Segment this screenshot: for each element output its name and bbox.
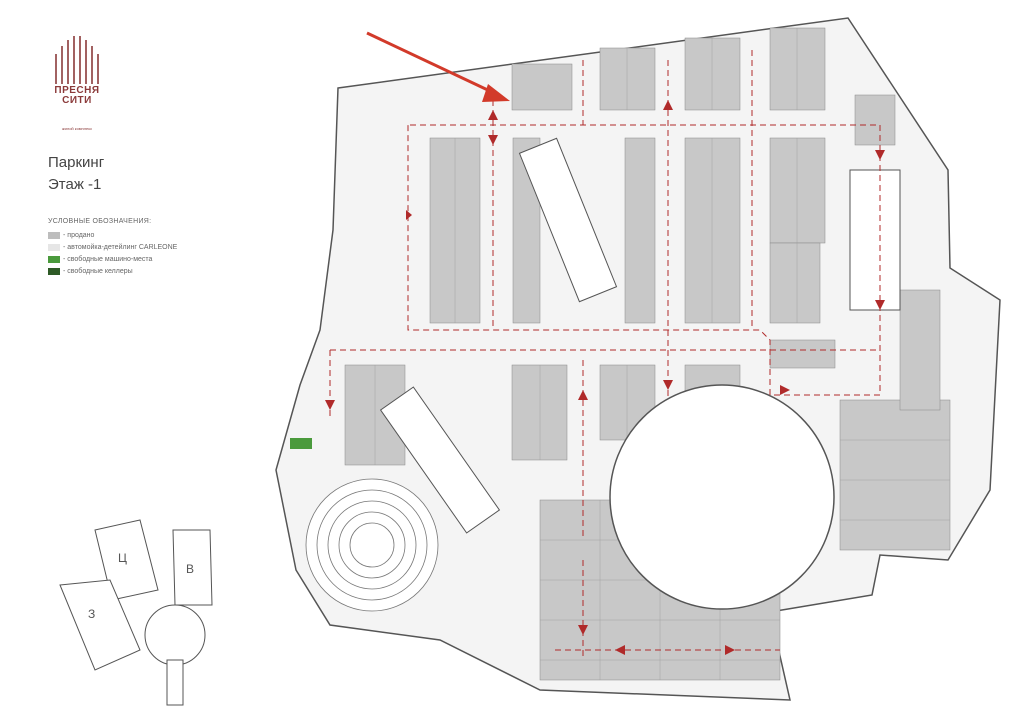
key-map (59, 519, 213, 706)
legend-label: - продано (63, 231, 95, 239)
legend-item-carwash: - автомойка-детейлинг CARLEONE (48, 241, 177, 253)
key-round-building (144, 604, 206, 666)
legend-item-sold: - продано (48, 229, 177, 241)
legend: УСЛОВНЫЕ ОБОЗНАЧЕНИЯ: - продано - автомо… (48, 218, 177, 277)
legend-label: - свободные келлеры (63, 267, 133, 275)
parking-blocks (344, 27, 951, 681)
round-courtyard-east (609, 384, 835, 610)
legend-swatch (48, 255, 60, 263)
page-title: Паркинг Этаж -1 (48, 152, 104, 196)
logo-line2: СИТИ (62, 95, 92, 106)
legend-label: - автомойка-детейлинг CARLEONE (63, 243, 178, 251)
legend-label: - свободные машино-места (63, 255, 153, 263)
key-label-v: В (186, 562, 194, 576)
key-building-c (94, 519, 159, 601)
route-arrows (325, 100, 885, 655)
legend-item-free-spaces: - свободные машино-места (48, 253, 177, 265)
free-parking-space[interactable] (290, 438, 312, 449)
logo-mark-icon (55, 36, 99, 84)
building-cores (379, 137, 901, 534)
legend-swatch (48, 243, 60, 251)
legend-heading: УСЛОВНЫЕ ОБОЗНАЧЕНИЯ: (48, 218, 152, 225)
driving-routes (329, 50, 881, 660)
legend-swatch (48, 267, 60, 275)
logo-line1: ПРЕСНЯ (54, 85, 100, 96)
key-building-z (59, 579, 141, 671)
logo-text: ПРЕСНЯ СИТИ (50, 86, 104, 106)
location-pointer-arrow (366, 31, 510, 102)
key-label-z: З (88, 607, 95, 621)
title-line2: Этаж -1 (48, 176, 102, 193)
brand-logo: ПРЕСНЯ СИТИ жилой комплекс (46, 36, 108, 136)
spiral-ramp (305, 478, 439, 612)
legend-item-free-storage: - свободные келлеры (48, 265, 177, 277)
logo-tagline: жилой комплекс (61, 126, 93, 131)
key-label-c: Ц (118, 551, 127, 565)
title-line1: Паркинг (48, 154, 105, 171)
key-building-v (172, 529, 213, 606)
legend-swatch (48, 231, 60, 239)
